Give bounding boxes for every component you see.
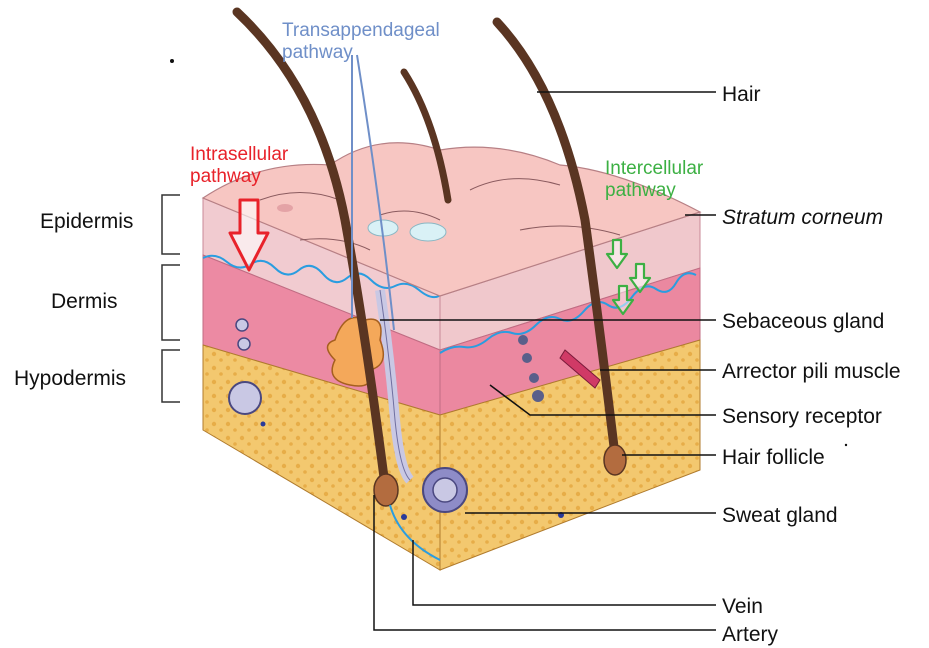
sensory-receptor-label: Sensory receptor — [722, 406, 882, 427]
stray-dot — [845, 444, 847, 446]
duct-section — [529, 373, 539, 383]
hair-follicle-label: Hair follicle — [722, 447, 825, 468]
sebaceous-gland-label: Sebaceous gland — [722, 311, 884, 332]
stratum-corneum-label: Stratum corneum — [722, 207, 883, 228]
transappendageal-line-2: pathway — [282, 42, 440, 64]
sweat-gland-coil — [236, 319, 248, 331]
duct-section — [518, 335, 528, 345]
transappendageal-line-1: Transappendageal — [282, 20, 440, 42]
transappendageal-label: Transappendageal pathway — [282, 20, 440, 64]
epidermis-bracket — [162, 195, 180, 254]
pore — [410, 223, 446, 241]
dermis-bracket — [162, 265, 180, 340]
hypodermis-label: Hypodermis — [14, 368, 126, 389]
vessel-section — [261, 422, 266, 427]
vein-label: Vein — [722, 596, 763, 617]
hair-bulb — [374, 474, 398, 506]
intercellular-line-2: pathway — [605, 180, 703, 202]
intracellular-line-2: pathway — [190, 166, 288, 188]
sweat-gland-coil — [229, 382, 261, 414]
hair-label: Hair — [722, 84, 761, 105]
sweat-gland-coil — [238, 338, 250, 350]
intercellular-label: Intercellular pathway — [605, 158, 703, 202]
dermis-label: Dermis — [51, 291, 118, 312]
sweat-gland-label: Sweat gland — [722, 505, 838, 526]
intracellular-line-1: Intrasellular — [190, 144, 288, 166]
intracellular-label: Intrasellular pathway — [190, 144, 288, 188]
arrector-pili-muscle-label: Arrector pili muscle — [722, 361, 901, 382]
hypodermis-bracket — [162, 350, 180, 402]
epidermis-label: Epidermis — [40, 211, 133, 232]
stray-dot — [170, 59, 174, 63]
duct-section — [532, 390, 544, 402]
intercellular-line-1: Intercellular — [605, 158, 703, 180]
layer-brackets — [162, 195, 180, 402]
pore — [277, 204, 293, 212]
hair-bulb — [604, 445, 626, 475]
duct-section — [522, 353, 532, 363]
sweat-gland-coil — [433, 478, 457, 502]
vessel-section — [401, 514, 407, 520]
artery-label: Artery — [722, 624, 778, 645]
